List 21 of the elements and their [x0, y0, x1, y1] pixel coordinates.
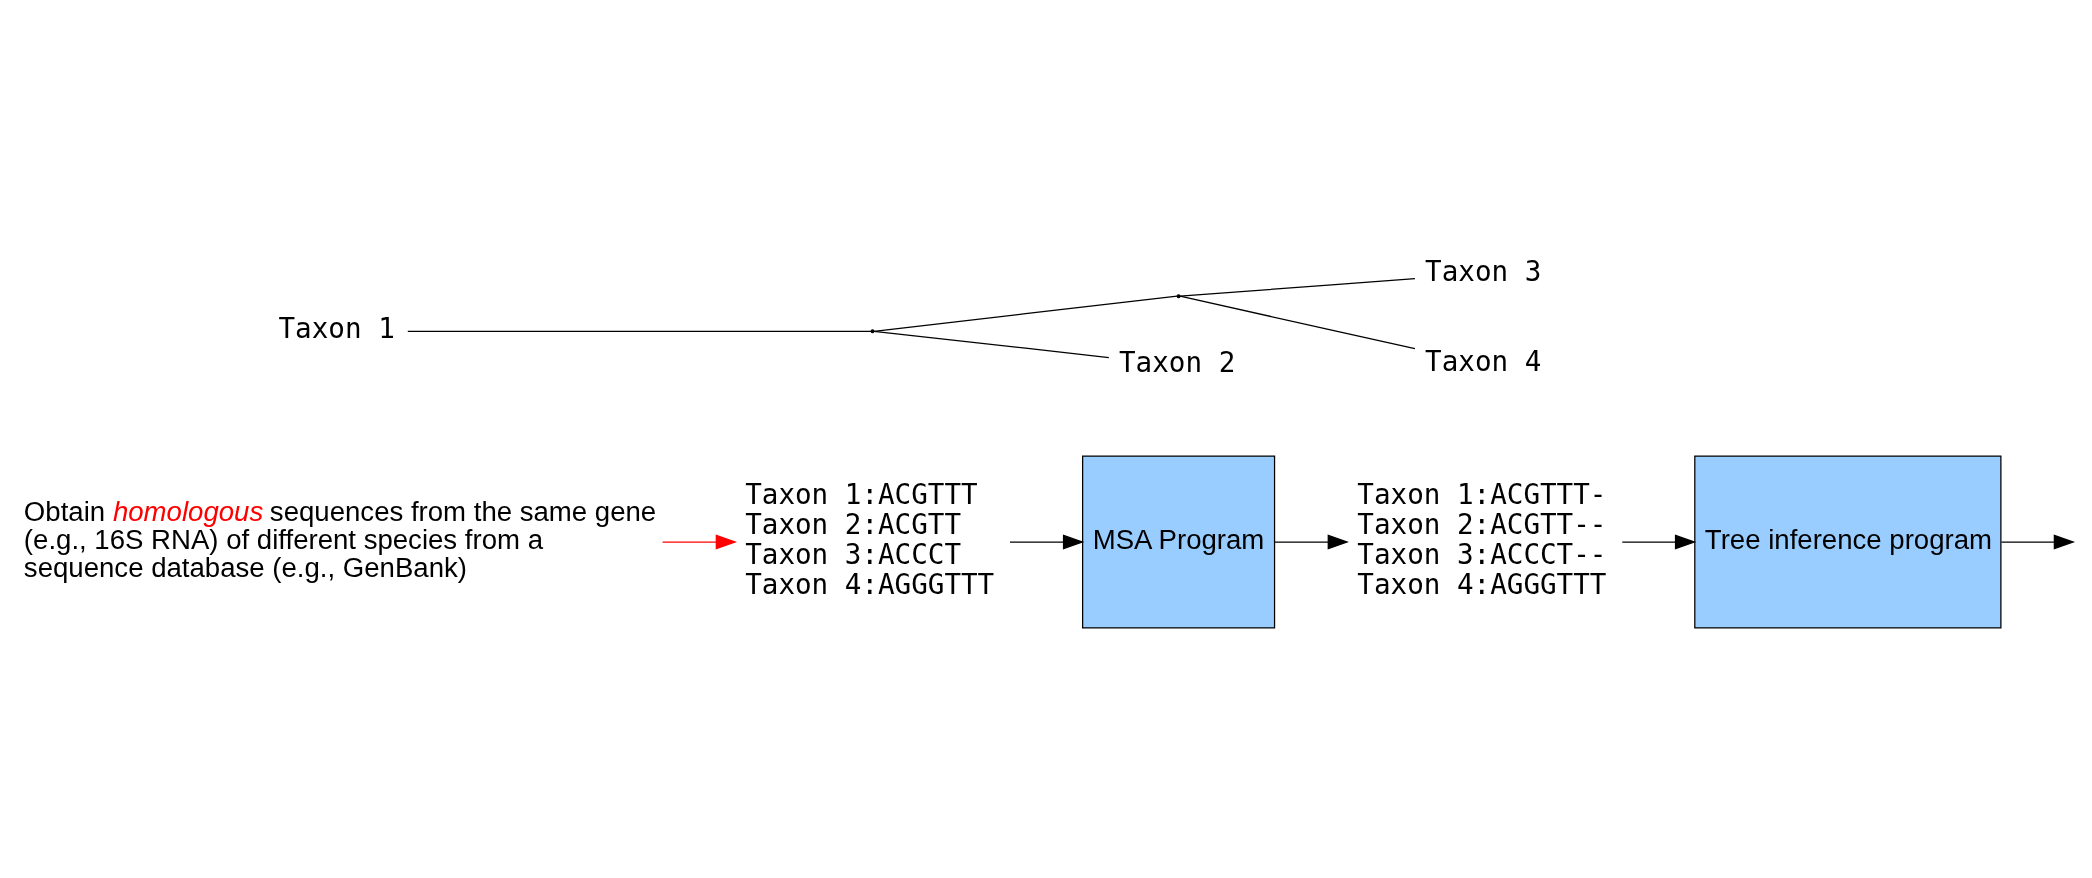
connector — [873, 330, 1110, 358]
node-point — [1176, 293, 1181, 298]
arrow — [1621, 534, 1697, 550]
node-text: Taxon 1:ACGTTT Taxon 2:ACGTT Taxon 3:ACCCT Taxon 4:AGGGTTT — [745, 477, 995, 601]
connector — [407, 330, 872, 332]
node-box: MSA Program — [1082, 455, 1276, 629]
arrow — [661, 534, 738, 550]
connector — [1179, 295, 1416, 349]
node-text: Taxon 2 — [1119, 345, 1236, 379]
node-text: Obtain homologous sequences from the same gene (e.g., 16S RNA) of different species from a sequence database (e.g., GenBank) — [23, 495, 657, 583]
connector — [873, 295, 1178, 332]
arrow — [1274, 534, 1349, 550]
node-text: Taxon 1:ACGTTT- Taxon 2:ACGTT-- Taxon 3:ACCCT-- Taxon 4:AGGGTTT — [1357, 477, 1607, 601]
node-text: Taxon 1 — [278, 311, 395, 345]
node-box: Tree inference program — [1694, 455, 2002, 629]
arrow — [2000, 534, 2076, 550]
node-text: Taxon 4 — [1425, 344, 1542, 378]
node-point — [870, 328, 875, 333]
connector — [1179, 277, 1416, 297]
node-text: Taxon 3 — [1425, 254, 1542, 288]
arrow — [1009, 534, 1085, 550]
